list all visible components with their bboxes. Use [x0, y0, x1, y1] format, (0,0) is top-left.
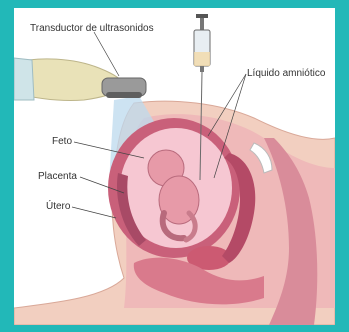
label-amniotic-fluid: Líquido amniótico	[247, 68, 325, 80]
label-fetus: Feto	[52, 136, 72, 148]
label-placenta: Placenta	[38, 171, 77, 183]
label-transducer: Transductor de ultrasonidos	[30, 23, 154, 35]
glove-cuff	[14, 58, 34, 100]
illustration-panel: Transductor de ultrasonidos Líquido amni…	[14, 8, 335, 325]
label-uterus: Útero	[46, 201, 70, 213]
amniocentesis-illustration	[14, 8, 335, 325]
